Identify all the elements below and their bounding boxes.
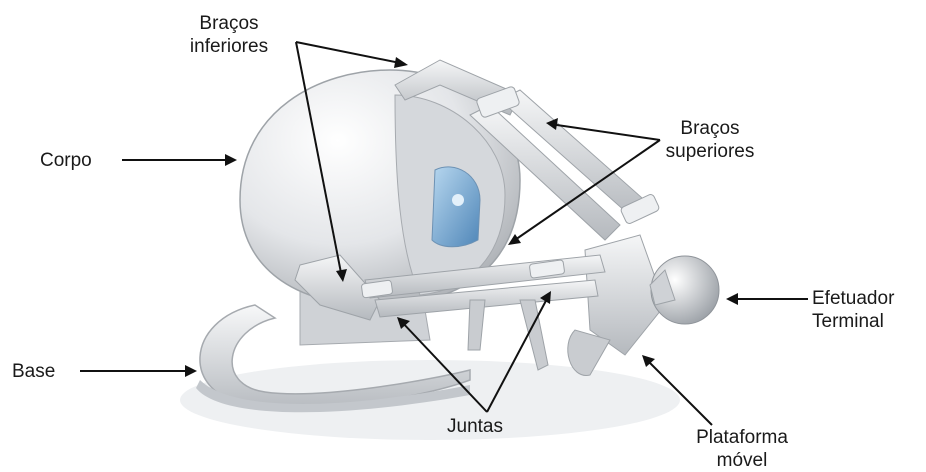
label-corpo: Corpo	[40, 149, 92, 172]
label-bracos-inferiores: Braços inferiores	[174, 12, 284, 58]
label-efetuador-line2: Terminal	[812, 310, 894, 333]
body-screen	[432, 167, 480, 247]
label-bracos-superiores-line1: Braços	[655, 117, 765, 140]
label-bracos-inferiores-line1: Braços	[174, 12, 284, 35]
label-efetuador-terminal: Efetuador Terminal	[812, 287, 894, 333]
label-base: Base	[12, 360, 55, 383]
label-plataforma-line2: móvel	[682, 449, 802, 472]
label-juntas: Juntas	[447, 415, 503, 438]
label-plataforma-movel: Plataforma móvel	[682, 426, 802, 472]
label-plataforma-line1: Plataforma	[682, 426, 802, 449]
label-efetuador-line1: Efetuador	[812, 287, 894, 310]
label-bracos-inferiores-line2: inferiores	[174, 35, 284, 58]
label-bracos-superiores-line2: superiores	[655, 140, 765, 163]
label-bracos-superiores: Braços superiores	[655, 117, 765, 163]
